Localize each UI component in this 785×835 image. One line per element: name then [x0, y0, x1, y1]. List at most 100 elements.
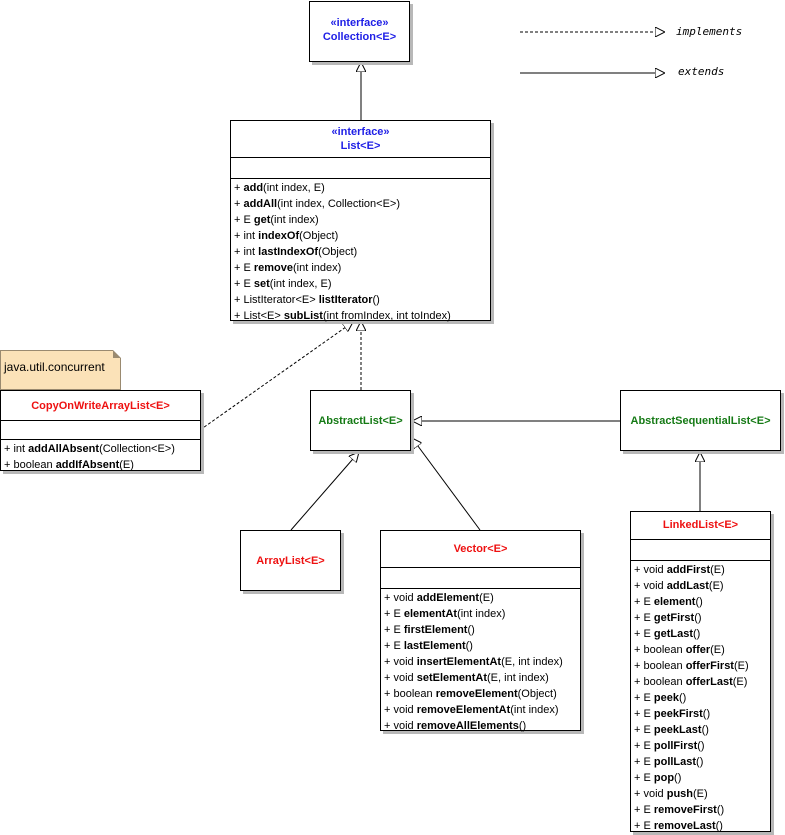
class-arraylist[interactable]: ArrayList<E>	[240, 530, 341, 591]
class-collection[interactable]: «interface» Collection<E>	[309, 1, 410, 62]
method-name: getLast	[653, 628, 693, 640]
method-params: ()	[372, 294, 380, 306]
list-name: List<E>	[340, 140, 381, 152]
method-row: + int addAllAbsent(Collection<E>)	[4, 441, 197, 457]
method-return-type: + E	[234, 214, 254, 226]
class-abstractlist[interactable]: AbstractList<E>	[310, 390, 411, 451]
method-name: firstElement	[403, 624, 468, 636]
method-return-type: + boolean	[4, 459, 56, 471]
method-row: + addAll(int index, Collection<E>)	[234, 196, 487, 212]
method-name: pop	[653, 772, 675, 784]
abstractsequentiallist-name: AbstractSequentialList<E>	[630, 415, 771, 427]
method-params: ()	[674, 772, 682, 784]
method-return-type: + int	[234, 230, 259, 242]
method-row: + E getLast()	[634, 626, 767, 642]
method-row: + void push(E)	[634, 786, 767, 802]
method-name: indexOf	[258, 230, 300, 242]
collection-stereotype: «interface»	[330, 17, 389, 29]
method-return-type: + E	[234, 262, 254, 274]
collection-name: Collection<E>	[322, 31, 397, 43]
method-row: + E pollLast()	[634, 754, 767, 770]
linkedlist-methods-section: + void addFirst(E)+ void addLast(E)+ E e…	[631, 560, 770, 834]
method-name: removeLast	[653, 820, 716, 832]
cowal-methods-section: + int addAllAbsent(Collection<E>) + boole…	[1, 439, 200, 473]
method-return-type: +	[234, 182, 244, 194]
class-linkedlist[interactable]: LinkedList<E> + void addFirst(E)+ void a…	[630, 511, 771, 832]
method-row: + E pop()	[634, 770, 767, 786]
method-return-type: + E	[634, 740, 654, 752]
edge-arraylist-abstractlist	[290, 452, 359, 531]
method-params: (E)	[479, 592, 494, 604]
list-attributes-section	[231, 157, 490, 178]
linkedlist-attributes-section	[631, 539, 770, 560]
method-params: (E)	[733, 660, 749, 672]
list-stereotype: «interface»	[331, 126, 390, 138]
method-params: (int index, E)	[263, 182, 325, 194]
method-row: + E firstElement()	[384, 622, 577, 638]
method-row: + E getFirst()	[634, 610, 767, 626]
method-return-type: + boolean	[634, 660, 686, 672]
method-return-type: + E	[634, 772, 654, 784]
method-params: ()	[716, 804, 725, 816]
method-row: + E remove(int index)	[234, 260, 487, 276]
method-row: + E elementAt(int index)	[384, 606, 577, 622]
method-name: removeFirst	[653, 804, 717, 816]
method-return-type: + void	[384, 592, 417, 604]
method-name: push	[666, 788, 693, 800]
method-return-type: + void	[384, 672, 417, 684]
package-note: java.util.concurrent	[0, 350, 121, 390]
method-row: + E peekFirst()	[634, 706, 767, 722]
method-name: addAll	[243, 198, 278, 210]
method-params: (int fromIndex, int toIndex)	[322, 310, 451, 322]
method-return-type: + E	[384, 624, 404, 636]
method-return-type: + List<E>	[234, 310, 284, 322]
method-params: (Object)	[318, 246, 358, 258]
method-return-type: + boolean	[634, 644, 686, 656]
method-return-type: + void	[384, 704, 417, 716]
edge-cowal-list	[199, 322, 353, 431]
class-list[interactable]: «interface» List<E> + add(int index, E)+…	[230, 120, 491, 322]
cowal-name: CopyOnWriteArrayList<E>	[31, 400, 170, 412]
legend-extends-label: extends	[678, 65, 725, 78]
method-name: get	[253, 214, 271, 226]
method-params: (E, int index)	[501, 656, 563, 668]
method-return-type: + E	[634, 820, 654, 832]
note-fold-corner	[113, 350, 121, 358]
method-return-type: + E	[384, 608, 404, 620]
method-name: elementAt	[403, 608, 458, 620]
method-row: + void addElement(E)	[384, 590, 577, 606]
method-params: (Object)	[299, 230, 339, 242]
method-name: element	[653, 596, 696, 608]
linkedlist-name: LinkedList<E>	[662, 519, 739, 531]
method-name: lastElement	[403, 640, 466, 652]
method-row: + int lastIndexOf(Object)	[234, 244, 487, 260]
method-return-type: + E	[234, 278, 254, 290]
method-return-type: + E	[634, 708, 654, 720]
method-params: (E)	[693, 788, 708, 800]
vector-methods-section: + void addElement(E)+ E elementAt(int in…	[381, 588, 580, 734]
method-return-type: + E	[634, 612, 654, 624]
method-return-type: + E	[634, 628, 654, 640]
method-return-type: + void	[384, 720, 417, 732]
method-params: (E)	[708, 580, 724, 592]
method-params: (int index, E)	[269, 278, 332, 290]
method-return-type: + E	[634, 724, 654, 736]
method-name: remove	[253, 262, 294, 274]
abstractlist-name: AbstractList<E>	[318, 415, 403, 427]
method-return-type: + int	[4, 443, 29, 455]
method-params: ()	[465, 640, 473, 652]
method-params: (int index)	[293, 262, 342, 274]
class-vector[interactable]: Vector<E> + void addElement(E)+ E elemen…	[380, 530, 581, 734]
class-abstractsequentiallist[interactable]: AbstractSequentialList<E>	[620, 390, 781, 451]
method-row: + E pollFirst()	[634, 738, 767, 754]
method-row: + E element()	[634, 594, 767, 610]
method-row: + E lastElement()	[384, 638, 577, 654]
method-row: + E peekLast()	[634, 722, 767, 738]
method-params: (E)	[732, 676, 748, 688]
method-row: + void removeAllElements()	[384, 718, 577, 734]
method-row: + boolean removeElement(Object)	[384, 686, 577, 702]
method-row: + boolean offerFirst(E)	[634, 658, 767, 674]
method-name: lastIndexOf	[258, 246, 319, 258]
class-copyonwritearraylist[interactable]: CopyOnWriteArrayList<E> + int addAllAbse…	[0, 390, 201, 471]
